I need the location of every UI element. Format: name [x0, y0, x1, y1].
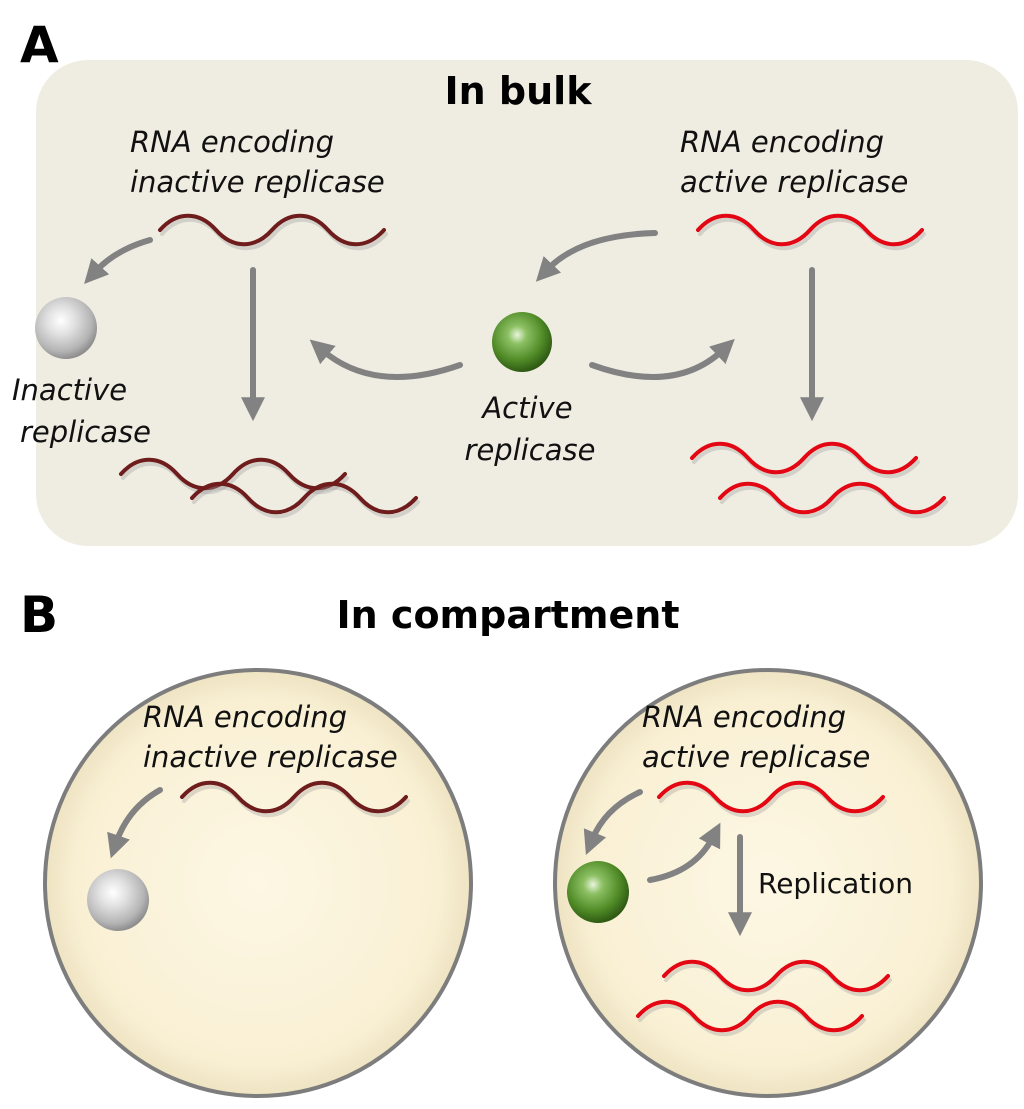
replication-label: Replication: [758, 867, 913, 900]
right-compartment-rna-label: RNA encoding active replicase: [642, 700, 870, 774]
arrow-left-translation: [107, 787, 163, 859]
panel-a-title: In bulk: [445, 69, 593, 113]
inactive-replicase-ball: [35, 297, 97, 359]
arrow-inactive-translation: [84, 237, 153, 284]
arrow-right-replicase-to-rna: [647, 822, 721, 883]
active-replicase-label: Active replicase: [465, 391, 596, 467]
left-inactive-replicase-ball: [87, 869, 149, 931]
bulk-background: [36, 60, 1018, 546]
left-compartment-rna-label: RNA encoding inactive replicase: [143, 700, 398, 774]
arrow-active-to-active-rna: [589, 338, 735, 380]
panel-b-title: In compartment: [337, 593, 680, 637]
inactive-rna-label: RNA encoding inactive replicase: [130, 125, 385, 199]
arrow-right-translation: [583, 789, 643, 856]
panel-b-letter: B: [20, 586, 58, 644]
active-rna-label: RNA encoding active replicase: [680, 125, 908, 199]
arrow-active-translation: [535, 230, 658, 282]
left-compartment: [43, 668, 473, 1098]
inactive-replicase-label: Inactive replicase: [12, 373, 151, 449]
active-replicase-ball: [492, 312, 552, 372]
panel-a-letter: A: [20, 16, 59, 74]
right-active-replicase-ball: [567, 861, 629, 923]
arrow-active-to-inactive-rna: [309, 339, 463, 380]
